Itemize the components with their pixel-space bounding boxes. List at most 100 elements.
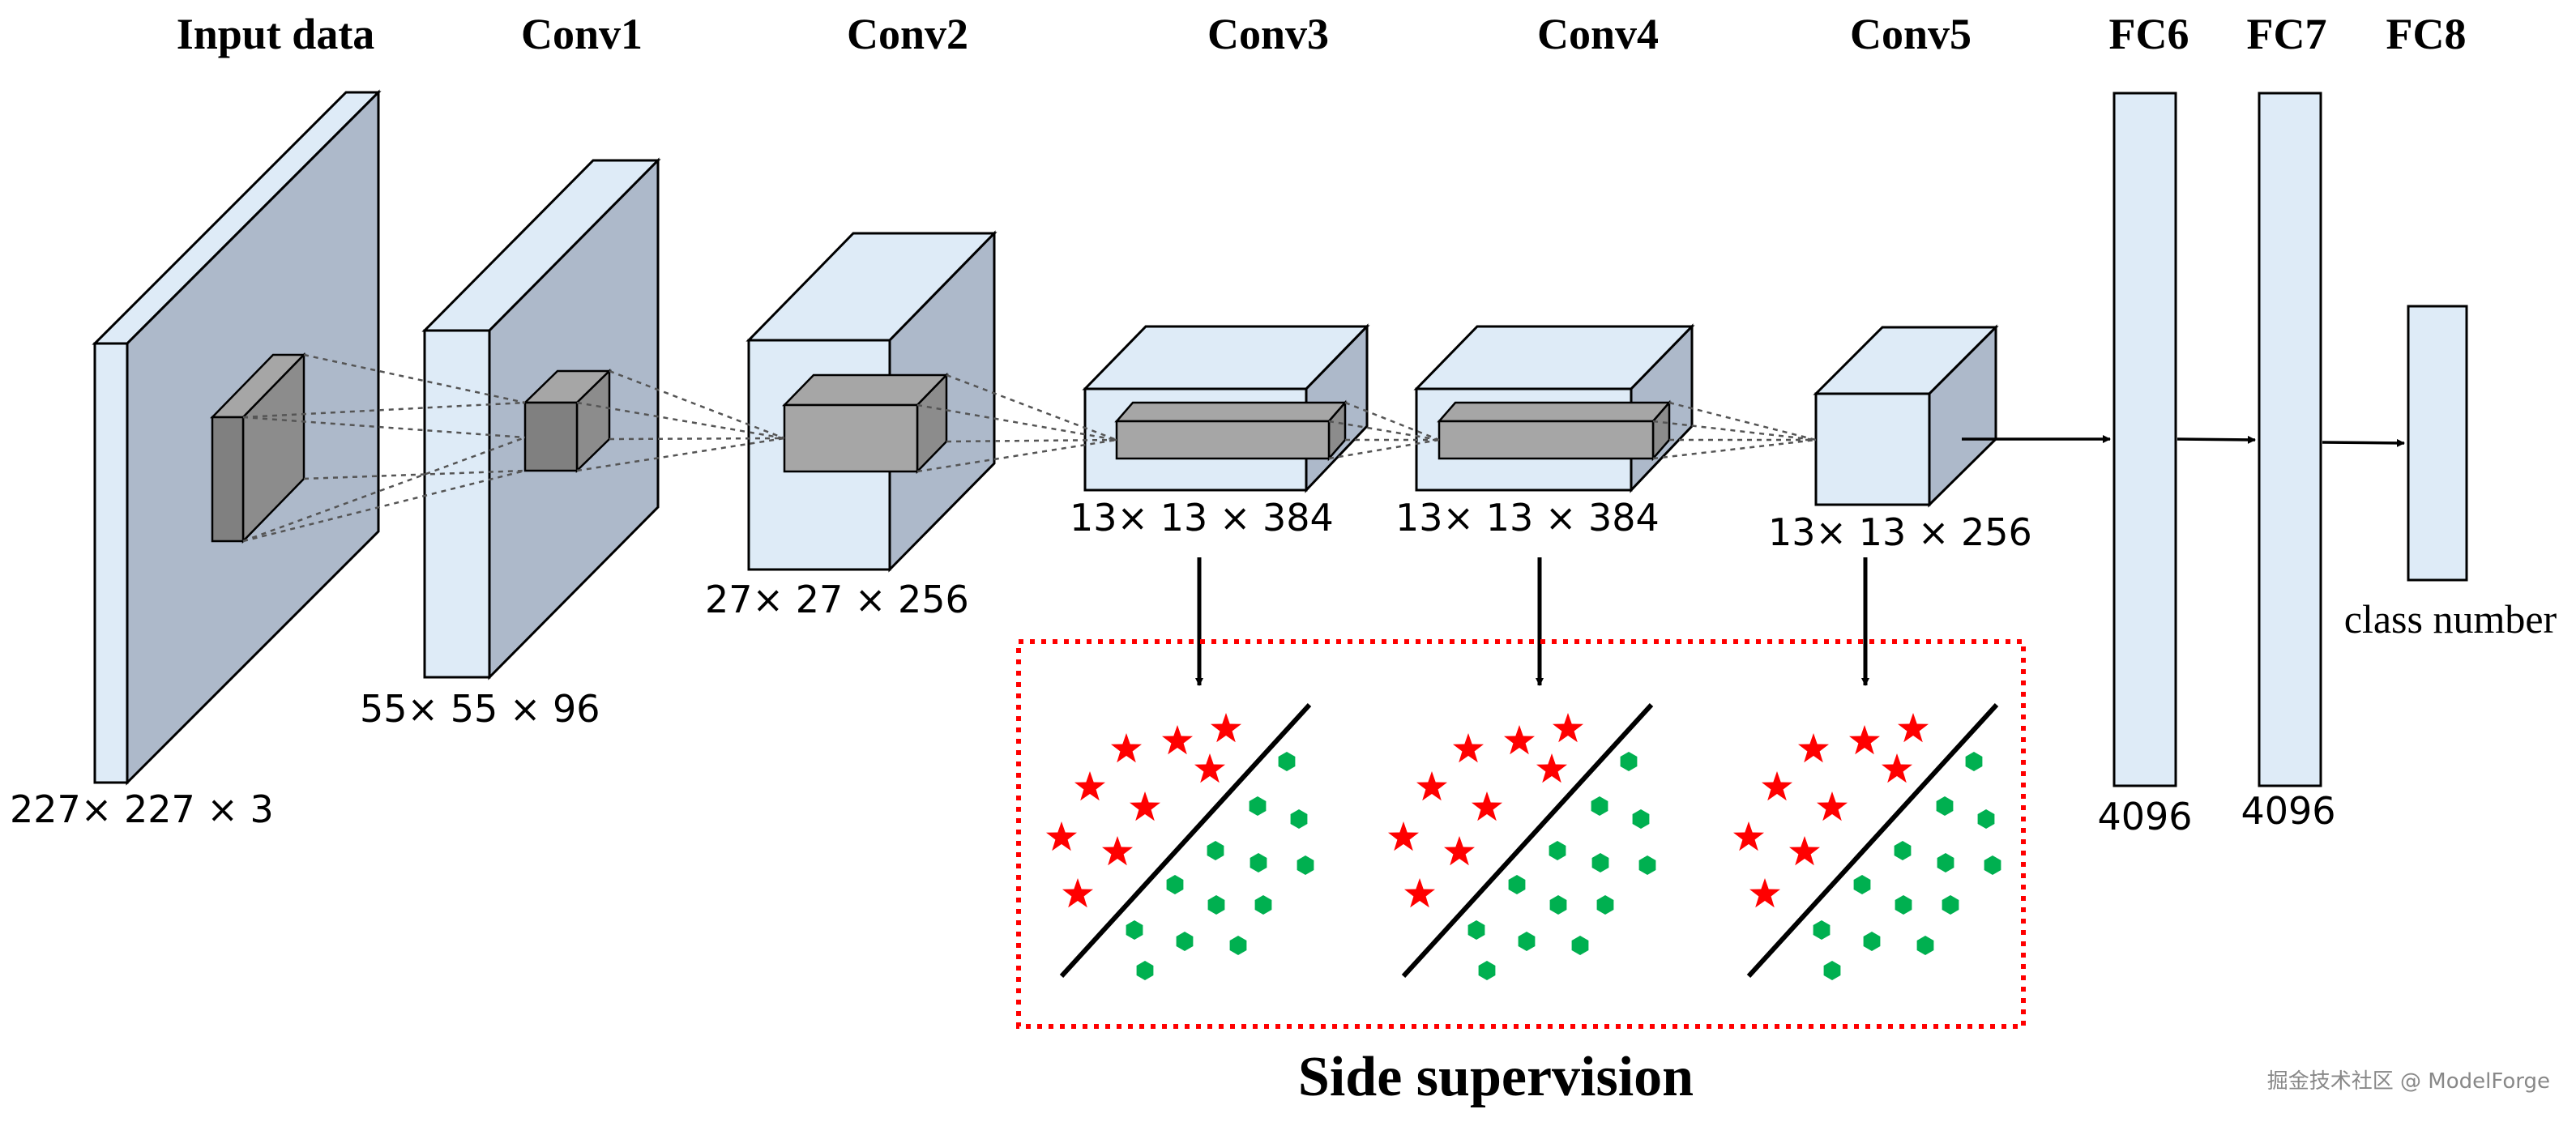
conv2-title: Conv2: [847, 10, 968, 58]
hexagon-icon: [1638, 855, 1656, 875]
hexagon-icon: [1894, 841, 1912, 860]
conv3-dims: 13× 13 × 384: [1070, 496, 1334, 540]
star-icon: [1416, 771, 1447, 801]
conv4-kernel-top: [1437, 401, 1672, 423]
hexagon-icon: [1290, 809, 1308, 829]
arrow-fc7-fc8: [2322, 438, 2405, 447]
input-front-face: [93, 342, 129, 784]
star-icon: [1798, 733, 1829, 763]
hexagon-icon: [1549, 841, 1566, 860]
star-icon: [1074, 771, 1105, 801]
star-icon: [1404, 878, 1435, 908]
input-dims: 227× 227 × 3: [10, 787, 274, 831]
hexagon-icon: [1254, 895, 1272, 915]
hexagon-icon: [1853, 875, 1871, 894]
decision-boundary-line: [1401, 702, 1654, 979]
classifier-panel-1: [1046, 702, 1314, 980]
hexagon-icon: [1965, 752, 1983, 771]
fc8-bar: [2407, 305, 2468, 582]
conv4-kernel-front: [1438, 420, 1655, 460]
fc6-title: FC6: [2109, 10, 2189, 58]
star-icon: [1453, 733, 1484, 763]
conv3-kernel-top: [1114, 401, 1348, 423]
conv3-block: [1082, 323, 1370, 493]
fc7-title: FC7: [2247, 10, 2327, 58]
hexagon-icon: [1936, 796, 1954, 816]
watermark: 掘金技术社区 @ ModelForge: [2267, 1069, 2550, 1094]
hexagon-icon: [1478, 961, 1496, 980]
fc6-dims: 4096: [2097, 795, 2192, 838]
hexagon-icon: [1229, 936, 1247, 955]
star-icon: [1102, 836, 1133, 866]
hexagon-icon: [1916, 936, 1934, 955]
hexagon-icon: [1297, 855, 1314, 875]
hexagon-icon: [1591, 853, 1609, 872]
fc-arrows: [1962, 435, 2405, 447]
fc-layers: [2112, 92, 2468, 787]
stage-titles: Input data Conv1 Conv2 Conv3 Conv4 Conv5…: [177, 10, 2467, 58]
hexagon-icon: [1937, 853, 1954, 872]
hexagon-icon: [1591, 796, 1608, 816]
conv4-title: Conv4: [1537, 10, 1659, 58]
hexagon-icon: [1207, 841, 1224, 860]
conv2-dims: 27× 27 × 256: [705, 578, 969, 621]
classifier-panels: [1046, 702, 2001, 980]
decision-boundary-line: [1059, 702, 1312, 979]
hexagon-icon: [1596, 895, 1614, 915]
hexagon-icon: [1250, 853, 1267, 872]
hexagon-icon: [1207, 895, 1225, 915]
star-icon: [1111, 733, 1142, 763]
input-title: Input data: [177, 10, 375, 58]
star-icon: [1194, 753, 1225, 783]
conv1-front-face: [423, 329, 491, 679]
fc8-title: FC8: [2386, 10, 2467, 58]
fc7-dims: 4096: [2241, 789, 2335, 833]
hexagon-icon: [1166, 875, 1184, 894]
conv1-title: Conv1: [521, 10, 643, 58]
star-icon: [1882, 753, 1912, 783]
hexagon-icon: [1518, 932, 1536, 951]
conv4-block: [1413, 323, 1695, 493]
star-icon: [1733, 821, 1764, 851]
input-kernel-front: [211, 416, 245, 543]
star-icon: [1789, 836, 1820, 866]
star-icon: [1388, 821, 1419, 851]
star-icon: [1162, 725, 1193, 755]
star-icon: [1898, 713, 1929, 743]
star-icon: [1211, 713, 1241, 743]
conv5-front-face: [1814, 392, 1931, 506]
decision-boundary-line: [1746, 702, 1999, 979]
hexagon-icon: [1278, 752, 1296, 771]
star-icon: [1130, 791, 1160, 821]
side-arrows: [1195, 557, 1869, 686]
hexagon-icon: [1249, 796, 1267, 816]
hexagon-icon: [1977, 809, 1995, 829]
receptive-field-lines: [242, 353, 1817, 543]
hexagon-icon: [1813, 920, 1831, 940]
conv2-block: [745, 230, 998, 573]
fc7-bar: [2258, 92, 2322, 787]
conv1-block: [421, 157, 661, 680]
hexagon-icon: [1176, 932, 1194, 951]
hexagon-icon: [1984, 855, 2001, 875]
hexagon-icon: [1632, 809, 1650, 829]
conv1-kernel-front: [523, 401, 579, 472]
conv2-kernel-front: [783, 403, 919, 473]
conv3-title: Conv3: [1207, 10, 1329, 58]
conv1-dims: 55× 55 × 96: [360, 687, 600, 731]
hexagon-icon: [1823, 961, 1841, 980]
arrow-fc6-fc7: [2177, 435, 2256, 444]
hexagon-icon: [1126, 920, 1143, 940]
star-icon: [1762, 771, 1792, 801]
hexagon-icon: [1942, 895, 1959, 915]
hexagon-icon: [1549, 895, 1567, 915]
hexagon-icon: [1620, 752, 1638, 771]
hexagon-icon: [1136, 961, 1154, 980]
hexagon-icon: [1571, 936, 1589, 955]
star-icon: [1046, 821, 1077, 851]
conv5-dims: 13× 13 × 256: [1768, 510, 2032, 554]
conv4-dims: 13× 13 × 384: [1395, 496, 1660, 540]
star-icon: [1472, 791, 1502, 821]
conv3-kernel-front: [1115, 420, 1331, 460]
